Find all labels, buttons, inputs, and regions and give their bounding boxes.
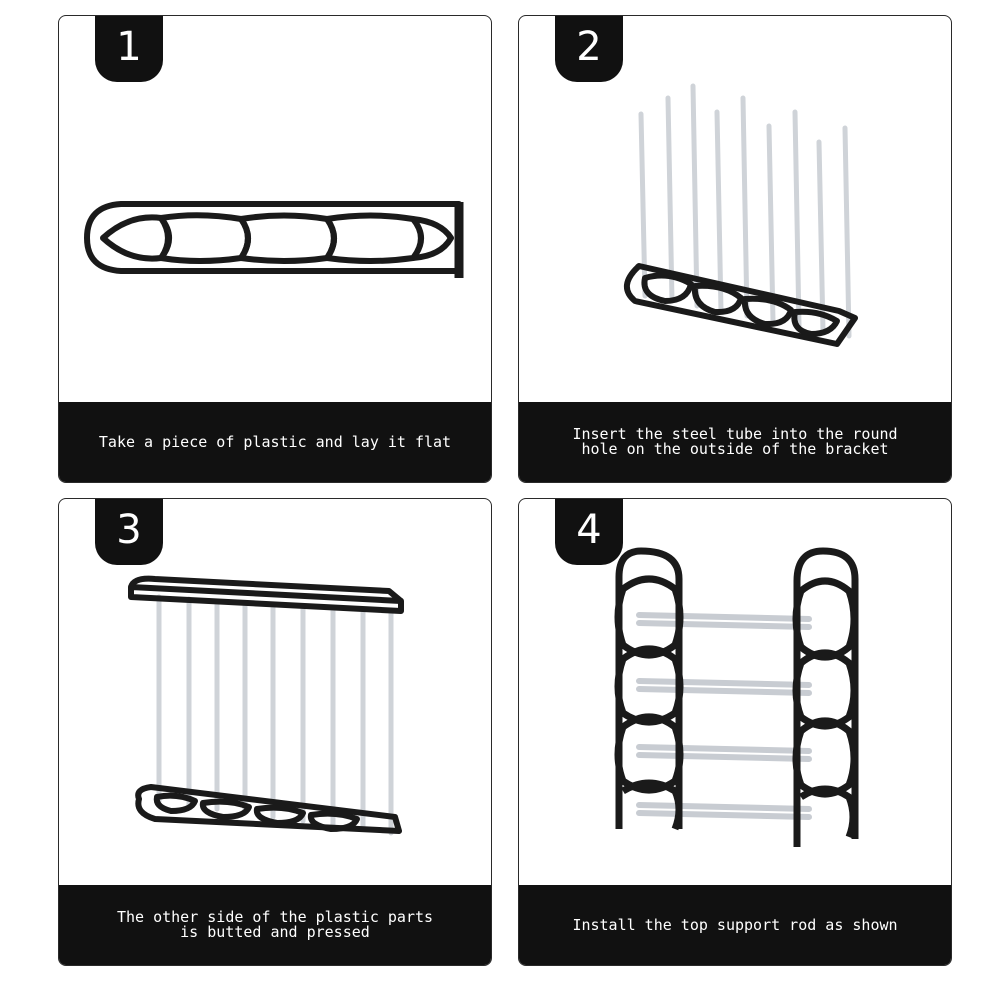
- step-number-badge: 3: [95, 499, 163, 565]
- step-number-badge: 1: [95, 16, 163, 82]
- step-caption: Install the top support rod as shown: [519, 885, 951, 965]
- plastic-bracket-flat-illustration: [84, 201, 464, 278]
- assembled-shoe-rack-illustration: [614, 547, 859, 847]
- step-number-badge: 2: [555, 16, 623, 82]
- step-panel-1: 1 Take a piece of plastic and lay it fla…: [58, 15, 492, 483]
- step-panel-3: 3 The other side of the plastic parts is…: [58, 498, 492, 966]
- caption-line: The other side of the plastic parts: [116, 908, 434, 926]
- step-number-badge: 4: [555, 499, 623, 565]
- caption-line: hole on the outside of the bracket: [581, 440, 889, 458]
- step-panel-4: 4 Install the top support rod as shown: [518, 498, 952, 966]
- tubes-inserted-illustration: [624, 83, 858, 347]
- step-caption: Insert the steel tube into the round hol…: [519, 402, 951, 482]
- caption-line: Take a piece of plastic and lay it flat: [98, 432, 452, 451]
- caption-line: Install the top support rod as shown: [572, 915, 898, 934]
- step-panel-2: 2 Insert the steel tube into the round h…: [518, 15, 952, 483]
- caption-line: Insert the steel tube into the round: [572, 425, 898, 443]
- step-caption: The other side of the plastic parts is b…: [59, 885, 491, 965]
- caption-line: is butted and pressed: [180, 923, 370, 941]
- step-caption: Take a piece of plastic and lay it flat: [59, 402, 491, 482]
- brackets-pressed-illustration: [128, 575, 404, 836]
